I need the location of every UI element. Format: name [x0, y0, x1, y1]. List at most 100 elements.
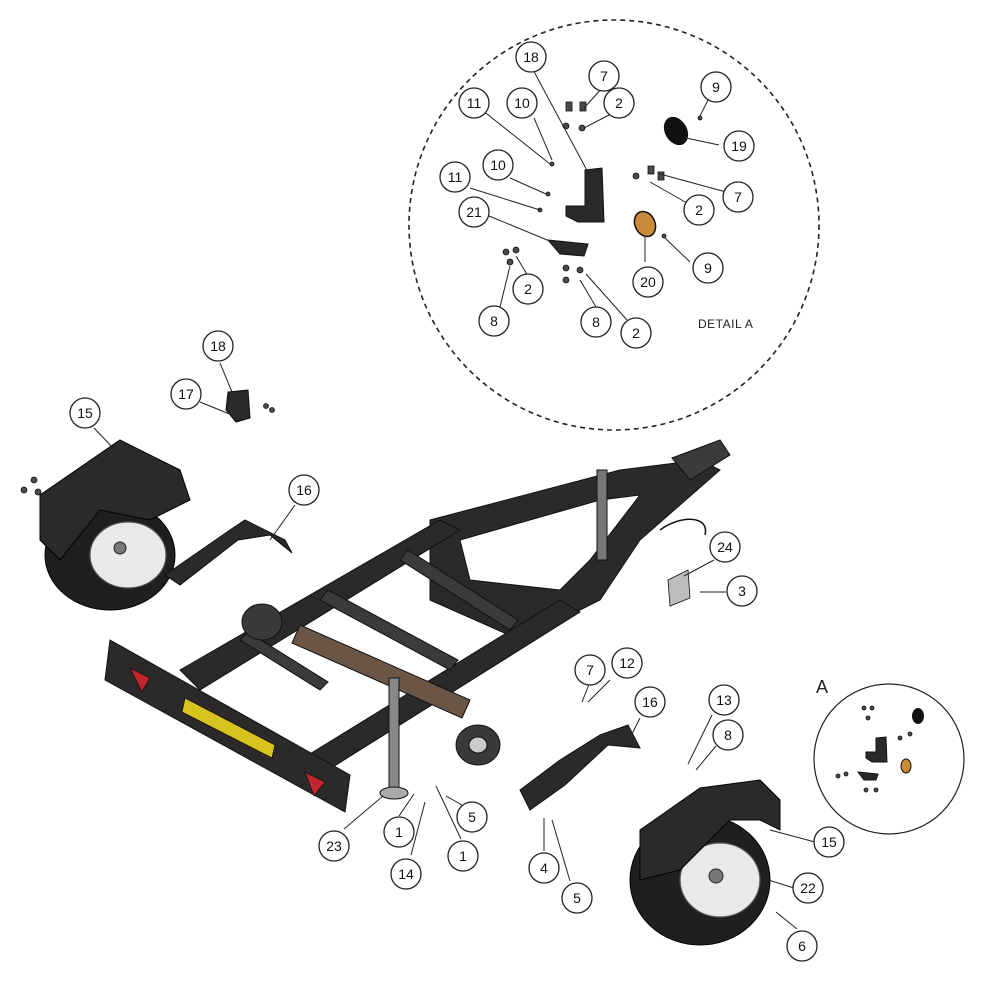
- callout-number: 3: [738, 583, 746, 599]
- callout-number: 17: [178, 386, 194, 402]
- callout-number: 21: [466, 204, 482, 220]
- bolt-part: [30, 476, 38, 484]
- callout-circle: [580, 306, 612, 338]
- callout-number: 2: [524, 281, 532, 297]
- left-rim: [89, 521, 167, 589]
- nut-part: [907, 731, 913, 737]
- callout-circle: [458, 87, 490, 119]
- prop-stand-foot: [379, 786, 409, 800]
- callout-circle: [620, 317, 652, 349]
- left-mudguard-stay: [164, 519, 293, 586]
- callout-16: 16: [634, 686, 666, 718]
- callout-number: 8: [490, 313, 498, 329]
- inset-a-parts: [835, 705, 924, 793]
- cross-member-2: [319, 589, 459, 671]
- callout-circle: [69, 397, 101, 429]
- nut-part: [545, 191, 551, 197]
- lamp-bracket: [225, 389, 251, 423]
- callout-circle: [722, 181, 754, 213]
- callout-circle: [512, 273, 544, 305]
- leader-lines: [93, 65, 816, 930]
- callout-number: 6: [798, 938, 806, 954]
- callout-circle: [709, 531, 741, 563]
- callout-circle: [561, 882, 593, 914]
- callout-5: 5: [561, 882, 593, 914]
- callout-21: 21: [458, 196, 490, 228]
- callout-circle: [634, 686, 666, 718]
- callout-number: 11: [448, 169, 463, 185]
- left-hub: [241, 603, 283, 641]
- callout-17: 17: [170, 378, 202, 410]
- callout-circle: [383, 816, 415, 848]
- left-rail: [179, 519, 462, 691]
- bracket-part: [565, 167, 605, 223]
- callout-circle: [515, 41, 547, 73]
- callout-circle: [439, 161, 471, 193]
- bolt-part: [647, 165, 655, 175]
- callout-number: 2: [615, 95, 623, 111]
- callout-number: 4: [540, 860, 548, 876]
- callout-number: 7: [600, 68, 608, 84]
- reflector-orange-part: [900, 758, 912, 774]
- callout-number: 16: [642, 694, 658, 710]
- callout-circle: [683, 194, 715, 226]
- callout-4: 4: [528, 852, 560, 884]
- callout-number: 9: [712, 79, 720, 95]
- callout-7: 7: [574, 654, 606, 686]
- screw-part: [697, 115, 703, 121]
- nut-part: [843, 771, 849, 777]
- callout-16: 16: [288, 474, 320, 506]
- callout-circle: [390, 858, 422, 890]
- callout-number: 7: [734, 189, 742, 205]
- reflector-black-part: [663, 116, 689, 146]
- callout-number: 19: [731, 138, 747, 154]
- callout-number: 18: [523, 49, 539, 65]
- callout-13: 13: [708, 684, 740, 716]
- callout-circle: [723, 130, 755, 162]
- prop-stand: [388, 677, 400, 791]
- callout-circle: [708, 684, 740, 716]
- right-mudguard-stay: [519, 724, 641, 811]
- callout-2: 2: [620, 317, 652, 349]
- callout-18: 18: [515, 41, 547, 73]
- nut-part: [873, 787, 879, 793]
- callout-circle: [528, 852, 560, 884]
- left-fender: [39, 439, 191, 561]
- detail-a-parts: [502, 101, 703, 284]
- callout-number: 2: [695, 202, 703, 218]
- callout-number: 13: [716, 692, 732, 708]
- bolt-part: [20, 486, 28, 494]
- callout-number: 23: [326, 838, 342, 854]
- callout-11: 11: [458, 87, 490, 119]
- callout-number: 8: [592, 314, 600, 330]
- callout-number: 10: [490, 157, 506, 173]
- callout-circle: [692, 252, 724, 284]
- yellow-reflector-strip: [181, 697, 276, 759]
- callout-number: 10: [514, 95, 530, 111]
- callout-number: 22: [800, 880, 816, 896]
- callout-circle: [588, 60, 620, 92]
- callout-8: 8: [580, 306, 612, 338]
- cross-member-3: [399, 549, 519, 631]
- callout-circle: [447, 840, 479, 872]
- lamp-bracket-top: [20, 389, 275, 496]
- callout-10: 10: [506, 87, 538, 119]
- callout-14: 14: [390, 858, 422, 890]
- nut-part: [576, 266, 584, 274]
- callout-15: 15: [813, 826, 845, 858]
- hub-cap-icon: [468, 736, 488, 754]
- callout-number: 5: [573, 890, 581, 906]
- callout-number: 7: [586, 662, 594, 678]
- bracket-part: [865, 736, 888, 763]
- cross-member-1: [239, 631, 329, 691]
- callout-circle: [458, 196, 490, 228]
- callout-6: 6: [786, 930, 818, 962]
- callout-circle: [632, 266, 664, 298]
- callout-number: 18: [210, 338, 226, 354]
- bolt-part: [269, 407, 275, 413]
- callout-3: 3: [726, 575, 758, 607]
- hub-nut-icon: [708, 868, 724, 884]
- callout-number: 5: [468, 809, 476, 825]
